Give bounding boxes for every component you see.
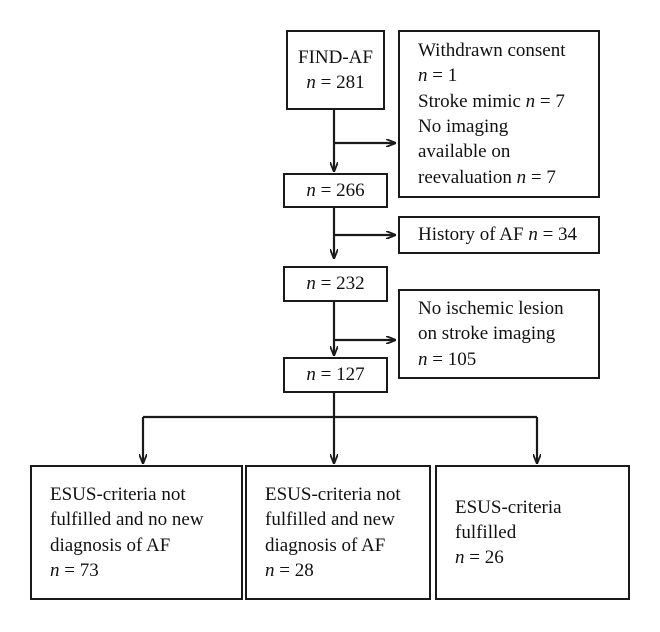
remaining-266-label: n = 266 — [306, 179, 365, 201]
outcome-left-line-3: diagnosis of AF — [50, 534, 171, 556]
node-excluded-history-af: History of AF n = 34 — [398, 216, 600, 254]
outcome-right-line-3: n = 26 — [455, 547, 504, 569]
node-cohort-start: FIND-AF n = 281 — [286, 30, 385, 110]
cohort-start-line-1: FIND-AF — [298, 46, 373, 68]
outcome-left-line-4: n = 73 — [50, 559, 99, 581]
outcome-middle-line-4: n = 28 — [265, 559, 314, 581]
node-remaining-232: n = 232 — [283, 266, 388, 302]
excluded-no-lesion-line-2: on stroke imaging — [418, 323, 556, 345]
remaining-127-label: n = 127 — [306, 364, 365, 386]
excluded-first-line-3: Stroke mimic n = 7 — [418, 90, 565, 112]
cohort-start-line-2: n = 281 — [306, 72, 365, 93]
excluded-first-line-1: Withdrawn consent — [418, 40, 566, 62]
excluded-first-line-5: available on — [418, 141, 511, 163]
excluded-first-line-6: reevaluation n = 7 — [418, 166, 556, 188]
node-outcome-right: ESUS-criteria fulfilled n = 26 — [435, 465, 630, 600]
outcome-middle-line-3: diagnosis of AF — [265, 534, 386, 556]
outcome-middle-line-1: ESUS-criteria not — [265, 483, 401, 505]
excluded-first-line-2: n = 1 — [418, 65, 458, 87]
outcome-middle-line-2: fulfilled and new — [265, 509, 395, 531]
outcome-left-line-1: ESUS-criteria not — [50, 483, 186, 505]
excluded-history-af-label: History of AF n = 34 — [418, 224, 578, 246]
node-remaining-127: n = 127 — [283, 357, 388, 393]
node-excluded-no-lesion: No ischemic lesion on stroke imaging n =… — [398, 289, 600, 379]
remaining-232-label: n = 232 — [306, 273, 365, 295]
outcome-left-line-2: fulfilled and no new — [50, 509, 204, 531]
node-excluded-first: Withdrawn consent n = 1 Stroke mimic n =… — [398, 30, 600, 198]
excluded-no-lesion-line-3: n = 105 — [418, 348, 477, 370]
cohort-start-count: 281 — [336, 72, 365, 93]
node-outcome-middle: ESUS-criteria not fulfilled and new diag… — [245, 465, 431, 600]
outcome-right-line-2: fulfilled — [455, 521, 517, 543]
excluded-first-line-4: No imaging — [418, 116, 509, 137]
node-remaining-266: n = 266 — [283, 173, 388, 208]
node-outcome-left: ESUS-criteria not fulfilled and no new d… — [30, 465, 243, 600]
outcome-right-line-1: ESUS-criteria — [455, 496, 562, 518]
excluded-no-lesion-line-1: No ischemic lesion — [418, 298, 564, 320]
